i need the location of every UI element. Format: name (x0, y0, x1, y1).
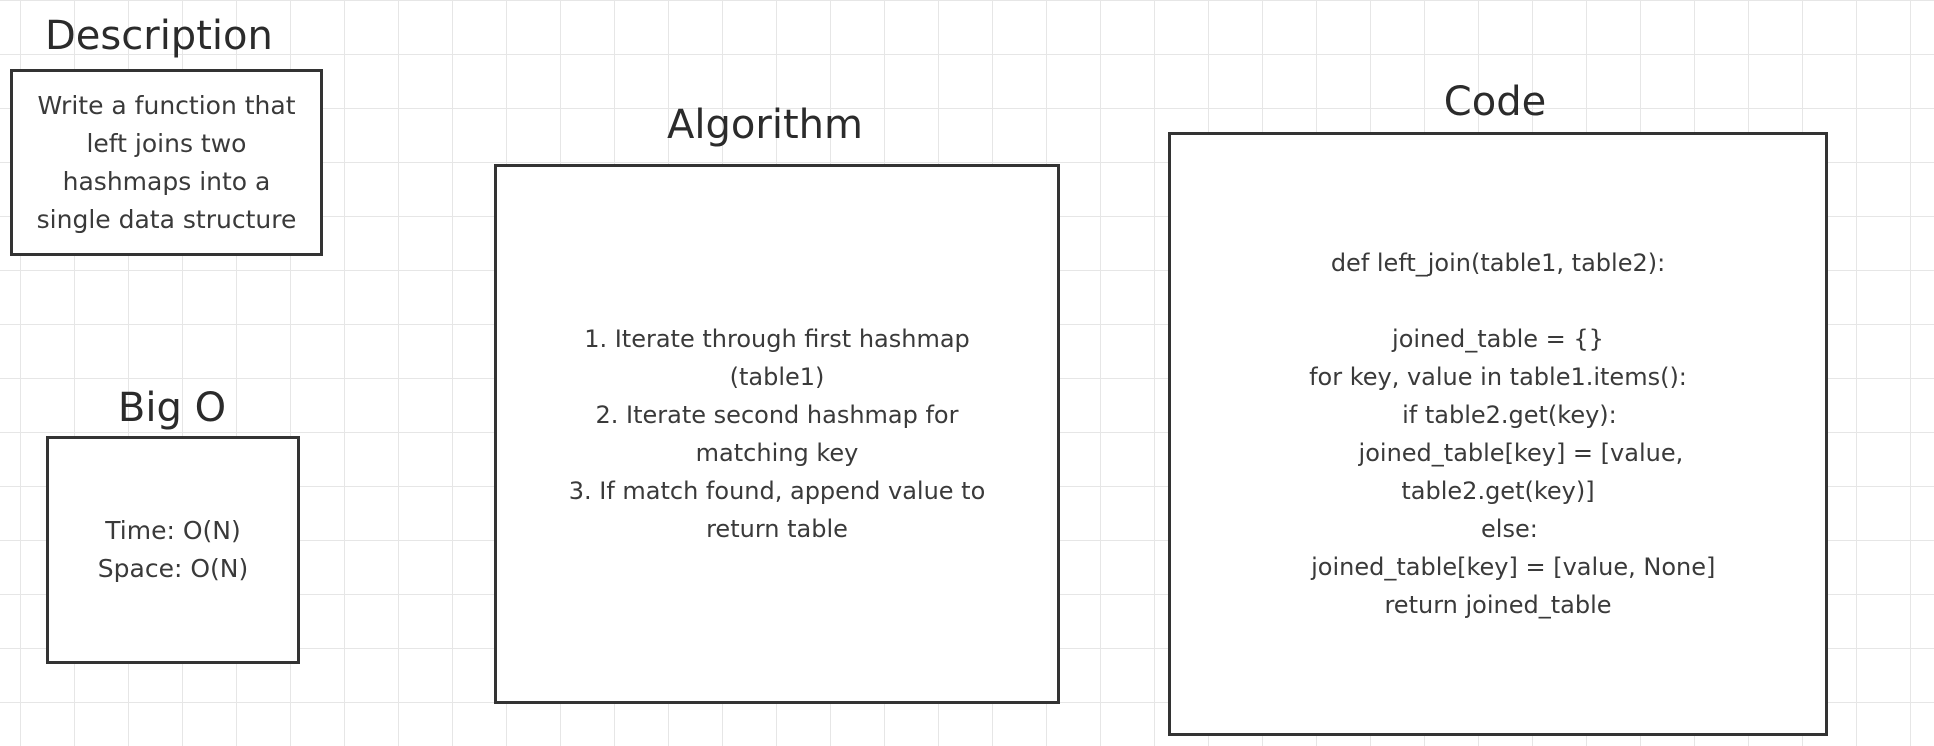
description-title: Description (45, 13, 273, 59)
description-box[interactable]: Write a function that left joins two has… (10, 69, 323, 256)
big-o-box[interactable]: Time: O(N) Space: O(N) (46, 436, 300, 664)
algorithm-box[interactable]: 1. Iterate through first hashmap (table1… (494, 164, 1060, 704)
algorithm-title: Algorithm (667, 102, 863, 148)
big-o-text: Time: O(N) Space: O(N) (97, 516, 249, 583)
code-box[interactable]: def left_join(table1, table2): joined_ta… (1168, 132, 1828, 736)
algorithm-text: 1. Iterate through first hashmap (table1… (568, 325, 986, 543)
code-text: def left_join(table1, table2): joined_ta… (1309, 249, 1716, 619)
code-title: Code (1443, 79, 1547, 125)
description-text: Write a function that left joins two has… (36, 90, 297, 234)
big-o-title: Big O (117, 385, 227, 431)
